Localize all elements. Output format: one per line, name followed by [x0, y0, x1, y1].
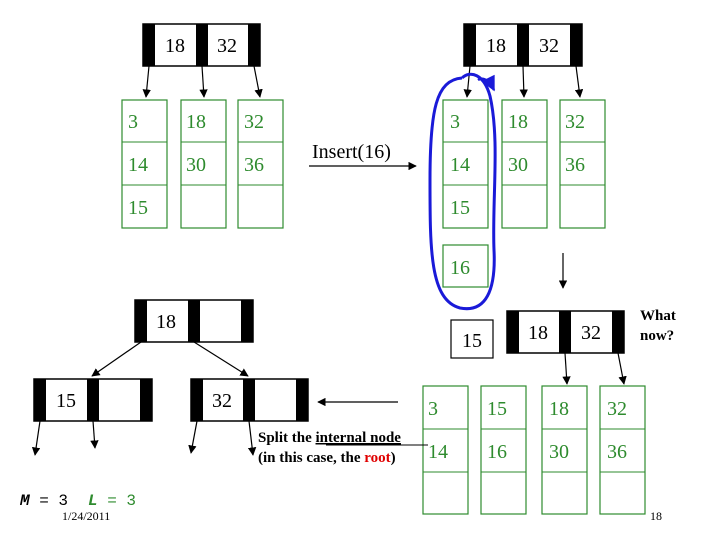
- leaf-value: 30: [508, 154, 528, 176]
- footer-page-number: 18: [650, 509, 662, 523]
- split-note-line1: Split the internal node: [258, 430, 401, 446]
- top-left-pointers: [142, 65, 263, 98]
- param-m-value: = 3: [30, 492, 68, 510]
- leaf-value: 14: [128, 154, 148, 176]
- split-note-prefix: Split the: [258, 430, 316, 446]
- bottom-left-leaf-pointers: [31, 420, 257, 456]
- node-key: 32: [581, 322, 601, 344]
- bottom-left-root-node: 18: [134, 299, 254, 343]
- question-line: What: [640, 308, 676, 324]
- leaf: 3 14: [422, 385, 469, 515]
- leaf-value: 32: [565, 111, 585, 133]
- split-note-highlight: root: [364, 450, 390, 466]
- top-right-leaves: 3 14 15 18 30 32 36: [442, 99, 606, 229]
- param-l-label: L: [88, 492, 98, 510]
- leaf-value: 36: [565, 154, 585, 176]
- leaf-value: 30: [549, 441, 569, 463]
- bottom-left-root-pointers: [91, 341, 249, 377]
- bottom-right-child-node: 32: [190, 378, 309, 422]
- leaf-value: 30: [186, 154, 206, 176]
- node-key: 32: [217, 35, 237, 57]
- param-l: L = 3: [88, 492, 136, 510]
- middle-right-leaves: 3 14 15 16 18 30 32 36: [422, 385, 646, 515]
- leaf: 32 36: [599, 385, 646, 515]
- leaf: 3 14 15: [442, 99, 489, 229]
- node-key: 18: [156, 311, 176, 333]
- what-now-question: What now?: [640, 308, 676, 344]
- leaf-value: 3: [450, 111, 460, 133]
- leaf: 3 14 15: [121, 99, 168, 229]
- leaf-value: 32: [244, 111, 264, 133]
- middle-right-root-node: 18 32: [506, 310, 625, 354]
- leaf: 32 36: [237, 99, 284, 229]
- leaf-value: 15: [487, 398, 507, 420]
- leaf: 18 30: [541, 385, 588, 515]
- node-key: 18: [165, 35, 185, 57]
- split-note-prefix: (in this case, the: [258, 450, 364, 466]
- leaf-value: 14: [450, 154, 470, 176]
- leaf-value: 15: [450, 197, 470, 219]
- leaf-value: 15: [128, 197, 148, 219]
- operation-label: Insert(16): [312, 141, 391, 163]
- split-note: Split the internal node (in this case, t…: [258, 430, 428, 466]
- param-m: M = 3: [19, 492, 68, 510]
- leaf-value: 3: [128, 111, 138, 133]
- split-note-suffix: ): [391, 450, 396, 466]
- top-left-leaves: 3 14 15 18 30 32 36: [121, 99, 284, 229]
- split-note-line2: (in this case, the root): [258, 450, 396, 466]
- insert-operation: Insert(16): [309, 141, 417, 171]
- top-right-root-node: 18 32: [463, 23, 583, 67]
- leaf-value: 18: [549, 398, 569, 420]
- leaf-value: 36: [607, 441, 627, 463]
- node-key: 18: [528, 322, 548, 344]
- leaf-value: 18: [186, 111, 206, 133]
- leaf-value: 14: [428, 441, 448, 463]
- node-key: 18: [486, 35, 506, 57]
- param-l-value: = 3: [98, 492, 136, 510]
- promoted-key: 15: [462, 330, 482, 352]
- overflow-highlight-loop: [428, 72, 497, 311]
- leaf: 32 36: [559, 99, 606, 229]
- middle-right-pointers: [562, 352, 627, 385]
- leaf: 18 30: [180, 99, 227, 229]
- node-key: 32: [212, 390, 232, 412]
- split-note-underlined: internal node: [316, 430, 402, 446]
- leaf-value: 18: [508, 111, 528, 133]
- tree-parameters: M = 3 L = 3: [19, 492, 136, 510]
- param-m-label: M: [19, 492, 31, 510]
- leaf: 18 30: [501, 99, 548, 229]
- top-right-pointers: [463, 65, 584, 98]
- leaf-value: 32: [607, 398, 627, 420]
- leaf-value: 3: [428, 398, 438, 420]
- leaf: 15 16: [480, 385, 527, 515]
- node-key: 15: [56, 390, 76, 412]
- question-line: now?: [640, 328, 674, 344]
- leaf-value: 36: [244, 154, 264, 176]
- node-key: 32: [539, 35, 559, 57]
- footer-date: 1/24/2011: [62, 509, 110, 523]
- overflow-leaf-cell: 16: [442, 244, 489, 288]
- promoted-key-box: 15: [450, 319, 494, 359]
- leaf-value: 16: [487, 441, 507, 463]
- leaf-value: 16: [450, 257, 470, 279]
- top-left-root-node: 18 32: [142, 23, 261, 67]
- bottom-left-child-node: 15: [33, 378, 153, 422]
